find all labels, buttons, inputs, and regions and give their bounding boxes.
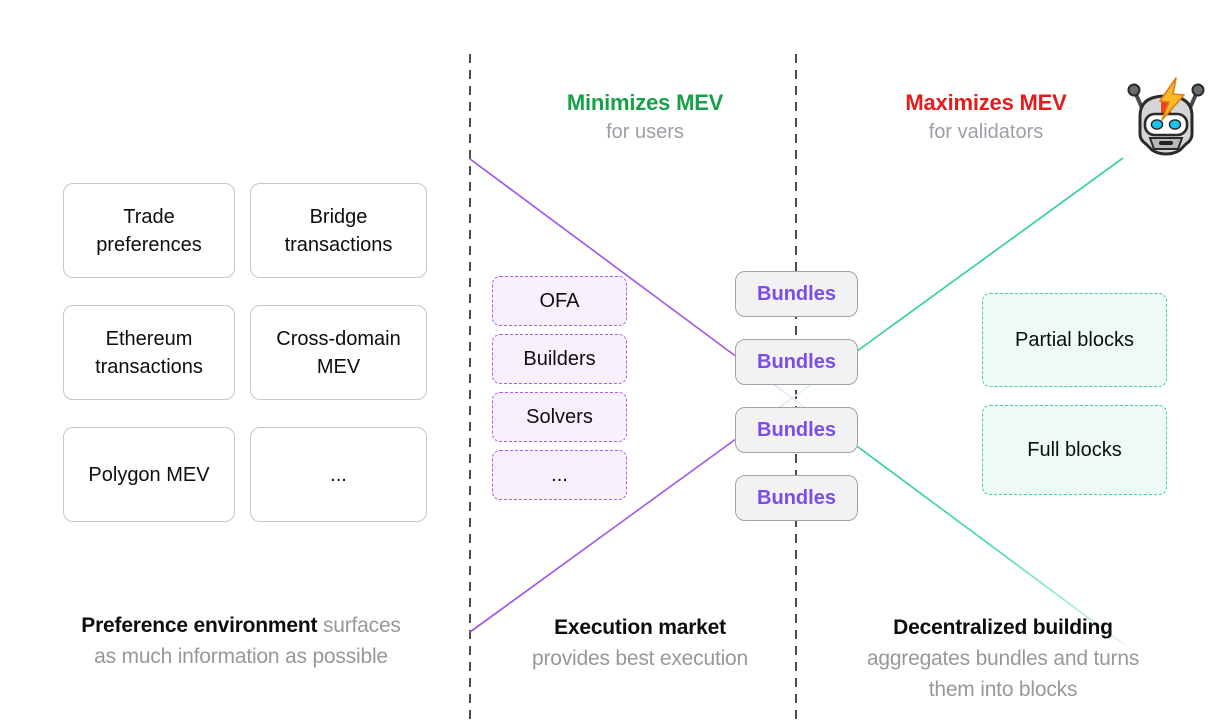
preference-box-ethereum: Ethereum transactions [63,305,235,400]
caption-middle-gray: provides best execution [531,647,749,670]
caption-right-gray-line1: aggregates bundles and turns [866,647,1140,670]
maximize-mev-subtitle: for validators [928,121,1044,143]
caption-right-gray-line2: them into blocks [928,678,1078,701]
caption-left-gray-line2: as much information as possible [94,645,388,668]
preference-box-crossdomain: Cross-domain MEV [250,305,427,400]
minimize-mev-header: Minimizes MEV for users [520,90,770,144]
caption-execution-market: Execution market provides best execution [490,612,790,674]
preference-box-more: ... [250,427,427,522]
caption-preference-environment: Preference environment surfaces as much … [35,610,447,672]
preference-box-polygon: Polygon MEV [63,427,235,522]
caption-right-bold: Decentralized building [893,616,1113,639]
caption-decentralized-building: Decentralized building aggregates bundle… [833,612,1173,705]
caption-left-gray-inline: surfaces [322,614,401,637]
caption-left-bold: Preference environment [81,614,318,637]
caption-middle-bold: Execution market [554,616,726,639]
market-box-solvers: Solvers [492,392,627,442]
market-box-builders: Builders [492,334,627,384]
maximize-mev-title: Maximizes MEV [905,90,1067,115]
block-box-full: Full blocks [982,405,1167,495]
bundle-chip-4: Bundles [735,475,858,521]
flow-line-descending [469,158,1126,646]
bundle-chip-2: Bundles [735,339,858,385]
minimize-mev-subtitle: for users [606,121,684,143]
robot-with-lightning-icon [1127,77,1205,156]
market-box-more: ... [492,450,627,500]
bundle-chip-1: Bundles [735,271,858,317]
flow-line-ascending [469,157,1124,633]
market-box-ofa: OFA [492,276,627,326]
block-box-partial: Partial blocks [982,293,1167,387]
minimize-mev-title: Minimizes MEV [566,90,724,115]
maximize-mev-header: Maximizes MEV for validators [861,90,1111,144]
bundle-chip-3: Bundles [735,407,858,453]
preference-box-bridge: Bridge transactions [250,183,427,278]
preference-box-trade: Trade preferences [63,183,235,278]
